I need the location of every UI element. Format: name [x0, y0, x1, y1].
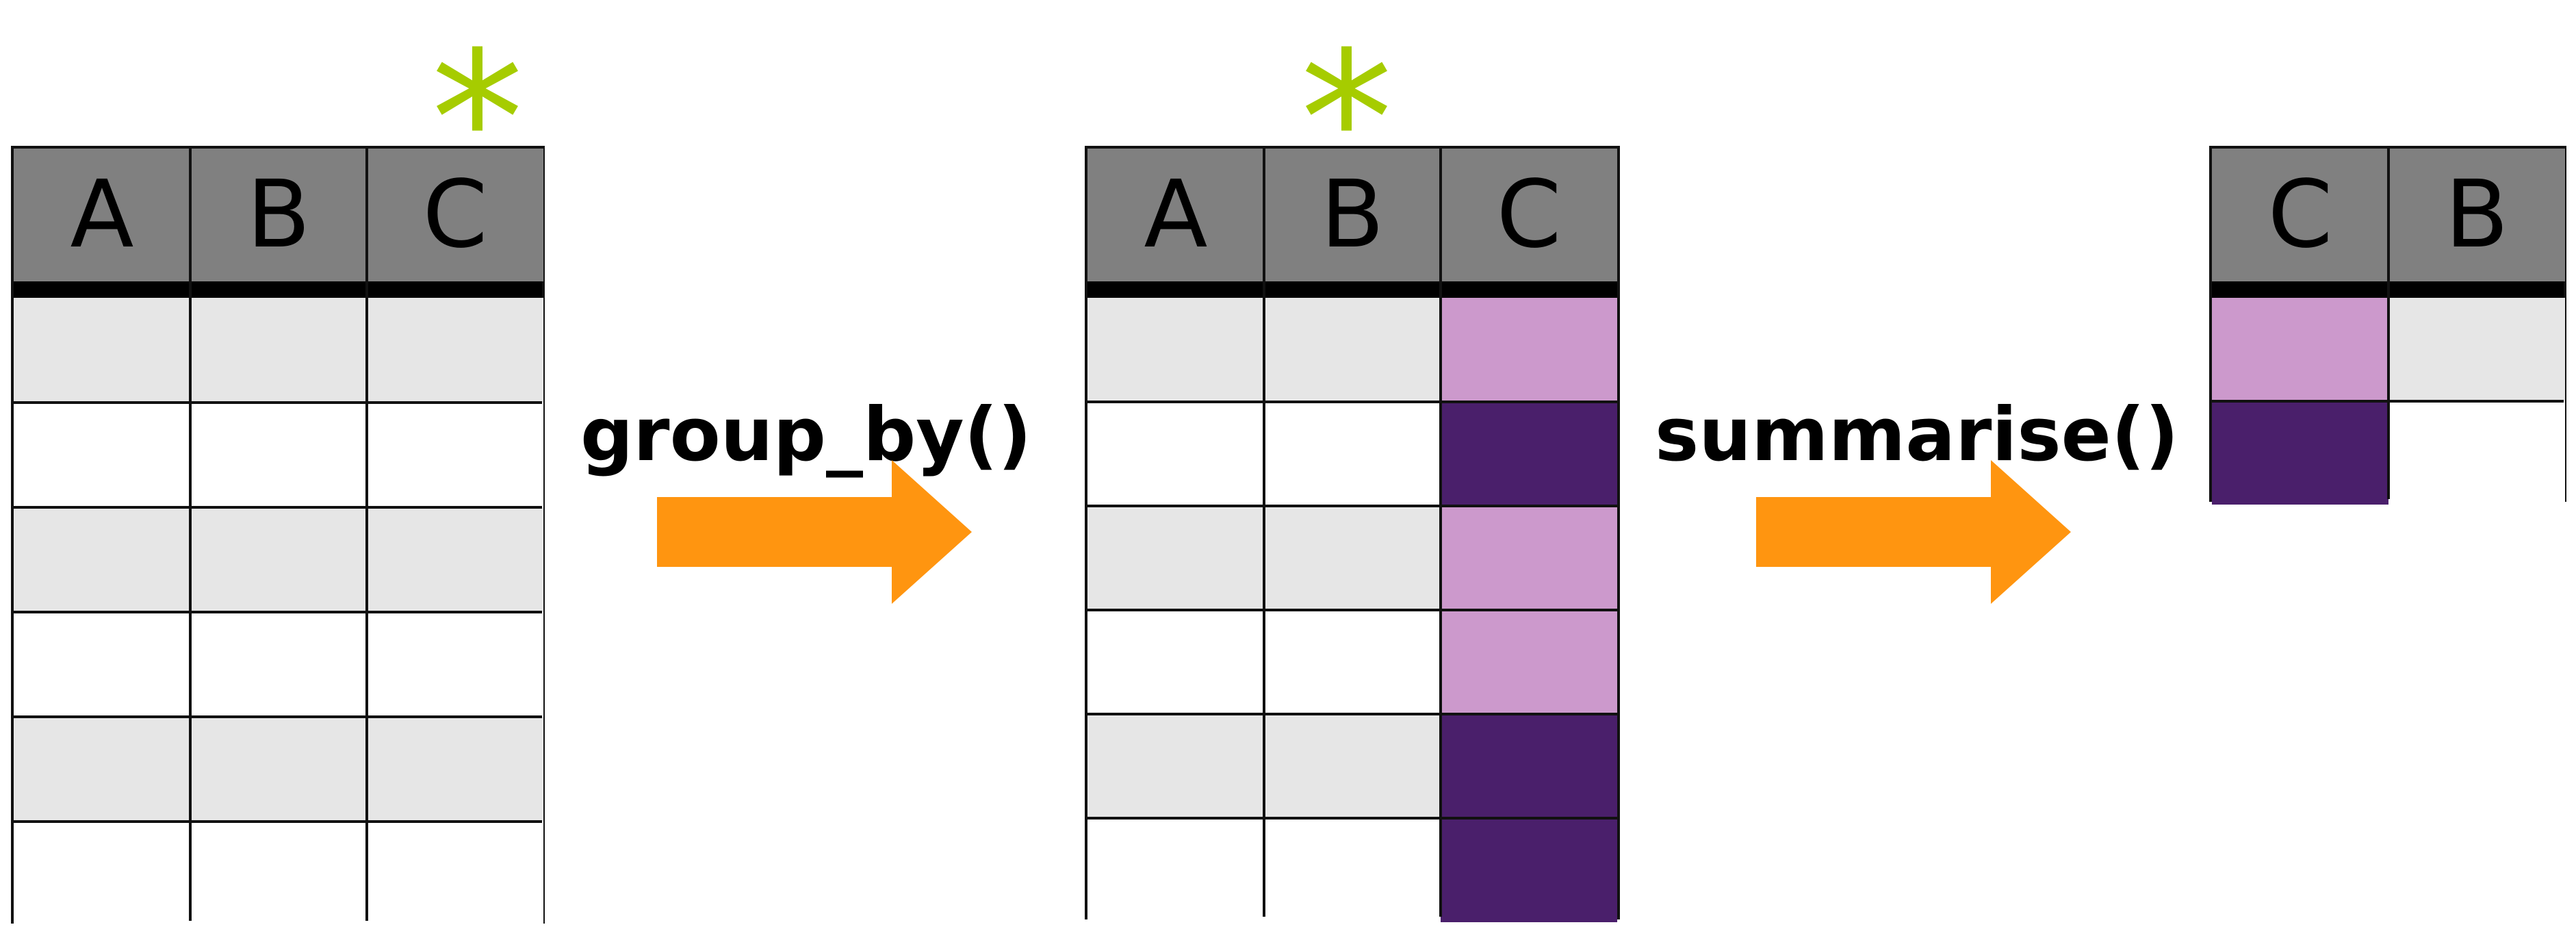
- column-header: C: [367, 149, 543, 281]
- table-cell: [2388, 401, 2565, 505]
- table-cell: [1441, 818, 1617, 922]
- column-header: C: [1441, 149, 1617, 281]
- table-cell: [190, 298, 367, 403]
- column-header: B: [2388, 149, 2565, 281]
- column-header: B: [1264, 149, 1441, 281]
- row-divider: [1087, 817, 1617, 820]
- column-divider: [2387, 149, 2390, 499]
- table-cell: [1087, 298, 1264, 402]
- column-divider: [189, 149, 192, 921]
- table-cell: [190, 822, 367, 926]
- table-cell: [1441, 506, 1617, 610]
- column-divider: [365, 149, 368, 921]
- row-divider: [1087, 505, 1617, 507]
- row-divider: [1087, 609, 1617, 611]
- table-cell: [1087, 610, 1264, 714]
- table-cell: [14, 717, 190, 822]
- table-cell: [190, 612, 367, 717]
- table-cell: [14, 298, 190, 403]
- table-cell: [1264, 610, 1441, 714]
- table-cell: [1441, 610, 1617, 714]
- table-cell: [1264, 402, 1441, 506]
- table-cell: [367, 298, 543, 403]
- table-cell: [367, 822, 543, 926]
- table-cell: [1264, 298, 1441, 402]
- table-cell: [14, 822, 190, 926]
- table-cell: [190, 403, 367, 507]
- table-cell: [190, 507, 367, 612]
- table-cell: [367, 507, 543, 612]
- table-cell: [1441, 298, 1617, 402]
- table-cell: [1264, 818, 1441, 922]
- row-divider: [1087, 401, 1617, 403]
- row-divider: [14, 611, 542, 613]
- column-divider: [1439, 149, 1442, 917]
- asterisk-icon: *: [431, 12, 524, 227]
- group-by-label: group_by(): [580, 392, 1032, 478]
- table-cell: [367, 403, 543, 507]
- table-cell: [190, 717, 367, 822]
- row-divider: [14, 715, 542, 718]
- column-header: C: [2212, 149, 2388, 281]
- table-cell: [2212, 401, 2388, 505]
- table-cell: [1264, 506, 1441, 610]
- table-cell: [14, 403, 190, 507]
- table-cell: [1441, 714, 1617, 818]
- header-divider: [14, 281, 542, 298]
- column-header: B: [190, 149, 367, 281]
- table-cell: [367, 612, 543, 717]
- table-cell: [1264, 714, 1441, 818]
- table-cell: [2388, 298, 2565, 401]
- table-cell: [1087, 506, 1264, 610]
- table-cell: [14, 507, 190, 612]
- table-cell: [1087, 402, 1264, 506]
- right-arrow-icon: [657, 460, 972, 604]
- row-divider: [14, 820, 542, 823]
- summarise-label: summarise(): [1655, 392, 2179, 478]
- asterisk-icon: *: [1300, 12, 1393, 227]
- table-cell: [2212, 298, 2388, 401]
- column-header: A: [14, 149, 190, 281]
- right-arrow-icon: [1756, 460, 2071, 604]
- table-cell: [14, 612, 190, 717]
- table-cell: [367, 717, 543, 822]
- row-divider: [1087, 713, 1617, 715]
- row-divider: [14, 506, 542, 509]
- row-divider: [14, 401, 542, 404]
- table-cell: [1441, 402, 1617, 506]
- header-divider: [1087, 281, 1617, 298]
- table-cell: [1087, 818, 1264, 922]
- column-divider: [1263, 149, 1265, 917]
- table-cell: [1087, 714, 1264, 818]
- column-header: A: [1087, 149, 1264, 281]
